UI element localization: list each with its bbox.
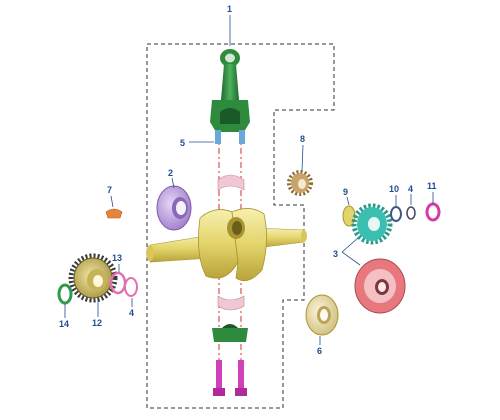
washer-14 [57,283,73,305]
callout-12: 12 [92,318,102,328]
callout-4-right: 4 [408,184,413,194]
rod-bolt-left [215,130,221,144]
washer-11 [425,202,441,222]
bearing-purple [156,185,192,231]
gear-8 [287,170,313,196]
callout-11: 11 [427,181,437,191]
leader-3 [341,237,359,253]
callout-5: 5 [180,138,185,148]
leader-7 [110,195,114,208]
callout-7: 7 [107,185,112,195]
leader-3b [341,251,361,266]
crankshaft [146,208,307,282]
bearing-cream [305,294,339,336]
rod-bolt-right [239,130,245,144]
washer-4-left [124,277,138,297]
washer-4-right [406,206,416,220]
gear-left [68,253,118,303]
washer-10 [390,206,402,222]
connecting-rod [210,49,250,132]
clutch-housing [354,258,406,314]
callout-10: 10 [389,184,399,194]
leader-9 [346,196,350,206]
callout-9: 9 [343,187,348,197]
callout-14: 14 [59,319,69,329]
callout-6: 6 [317,346,322,356]
group-frame [146,43,335,409]
callout-1: 1 [227,4,232,14]
bearing-shell-upper [217,174,245,191]
cap-bolts [213,360,247,396]
leader-2 [171,177,175,189]
callout-2: 2 [168,168,173,178]
callout-4-left: 4 [129,308,134,318]
callout-13: 13 [112,253,122,263]
leader-8 [301,144,304,172]
callout-3: 3 [333,249,338,259]
gear-teal [351,203,393,245]
rod-cap [212,324,248,342]
bearing-shell-lower [217,295,245,311]
woodruff-key [105,208,123,219]
callout-8: 8 [300,134,305,144]
